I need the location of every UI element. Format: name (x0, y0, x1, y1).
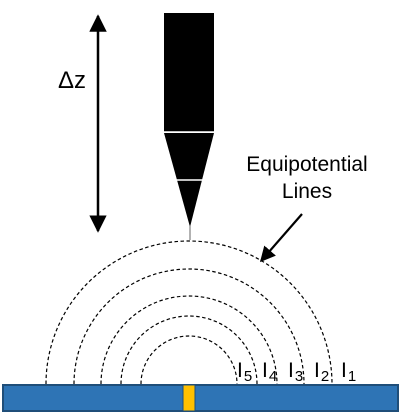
equipotential-line (100, 295, 278, 385)
current-label-3: I3 (288, 359, 303, 385)
equipotential-line (45, 240, 333, 385)
current-label-2: I2 (314, 359, 329, 385)
pointer-arrow (259, 213, 303, 263)
equipotential-line (140, 335, 238, 385)
equipotential-lines (45, 240, 333, 385)
current-label-4: I4 (262, 359, 277, 385)
current-label-1: I1 (341, 359, 356, 385)
electrode (182, 384, 196, 412)
equipotential-line (73, 268, 305, 385)
current-labels: I5 I4 I3 I2 I1 (237, 359, 356, 385)
equipotential-label: Equipotential (246, 153, 367, 176)
current-label-5: I5 (237, 359, 252, 385)
lines-label: Lines (282, 180, 332, 203)
probe-tip (164, 13, 214, 240)
delta-z-label: Δz (58, 67, 86, 94)
equipotential-line (120, 315, 258, 385)
substrate (2, 384, 399, 412)
probe-shaft (164, 13, 214, 132)
